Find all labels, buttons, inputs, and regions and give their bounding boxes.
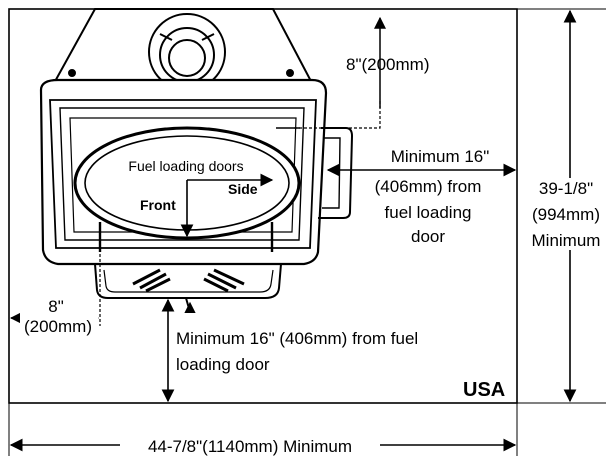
depth-line-1: 39-1/8" — [539, 179, 593, 198]
side-clearance-line-1: Minimum 16" — [391, 147, 490, 166]
region-label: USA — [463, 379, 505, 401]
rear-clearance-indicator — [294, 16, 386, 129]
side-clearance-line-4: door — [411, 227, 445, 246]
side-clearance-line-3: fuel loading — [385, 203, 472, 222]
width-dimension-label: 44-7/8"(1140mm) Minimum — [148, 437, 352, 456]
left-clearance-label: 8" (200mm) — [24, 297, 92, 336]
side-label: Side — [228, 181, 258, 197]
rear-clearance-label: 8"(200mm) — [346, 55, 430, 74]
front-clearance-line-1: Minimum 16" (406mm) from fuel — [176, 329, 418, 348]
depth-dimension-label: 39-1/8" (994mm) Minimum — [532, 179, 601, 250]
depth-line-3: Minimum — [532, 231, 601, 250]
fuel-doors-label: Fuel loading doors — [128, 158, 243, 174]
side-clearance-label: Minimum 16" (406mm) from fuel loading do… — [375, 147, 490, 246]
left-clearance-line-1: 8" — [48, 297, 64, 316]
front-label: Front — [140, 197, 176, 213]
left-clearance-line-2: (200mm) — [24, 317, 92, 336]
ash-lip — [94, 263, 282, 299]
front-clearance-line-2: loading door — [176, 355, 270, 374]
front-clearance-label: Minimum 16" (406mm) from fuel loading do… — [176, 329, 418, 374]
flue-collar-inner — [168, 39, 206, 77]
depth-line-2: (994mm) — [532, 205, 600, 224]
side-clearance-line-2: (406mm) from — [375, 177, 482, 196]
